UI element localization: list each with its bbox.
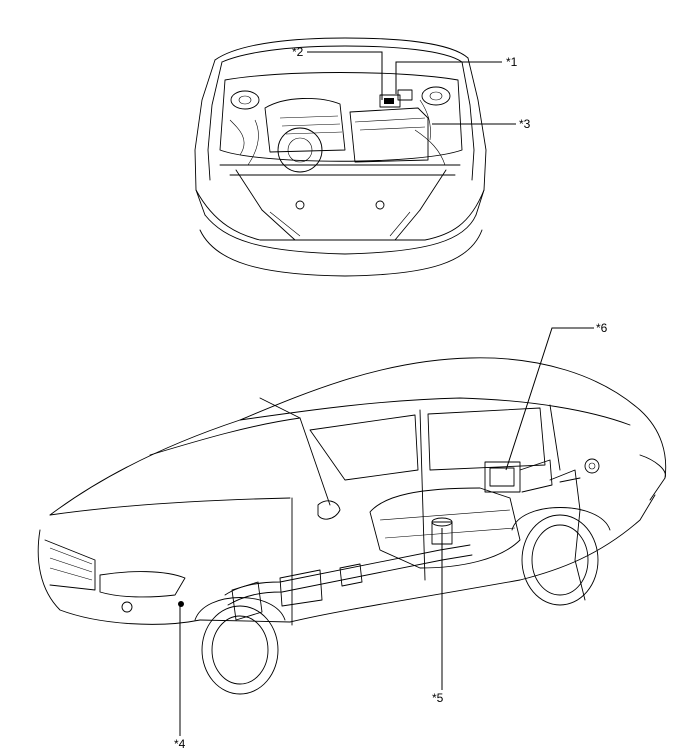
callout-label-5: *5 xyxy=(432,691,444,705)
callout-label-2: *2 xyxy=(292,45,304,59)
engine-compartment-illustration xyxy=(194,37,487,277)
callout-label-6: *6 xyxy=(596,321,608,335)
vehicle-illustration xyxy=(37,357,667,695)
callout-label-3: *3 xyxy=(519,117,531,131)
vehicle-leader-lines xyxy=(179,327,594,736)
callout-label-1: *1 xyxy=(506,55,518,69)
callout-label-4: *4 xyxy=(174,737,186,751)
engine-leader-lines xyxy=(307,51,516,125)
